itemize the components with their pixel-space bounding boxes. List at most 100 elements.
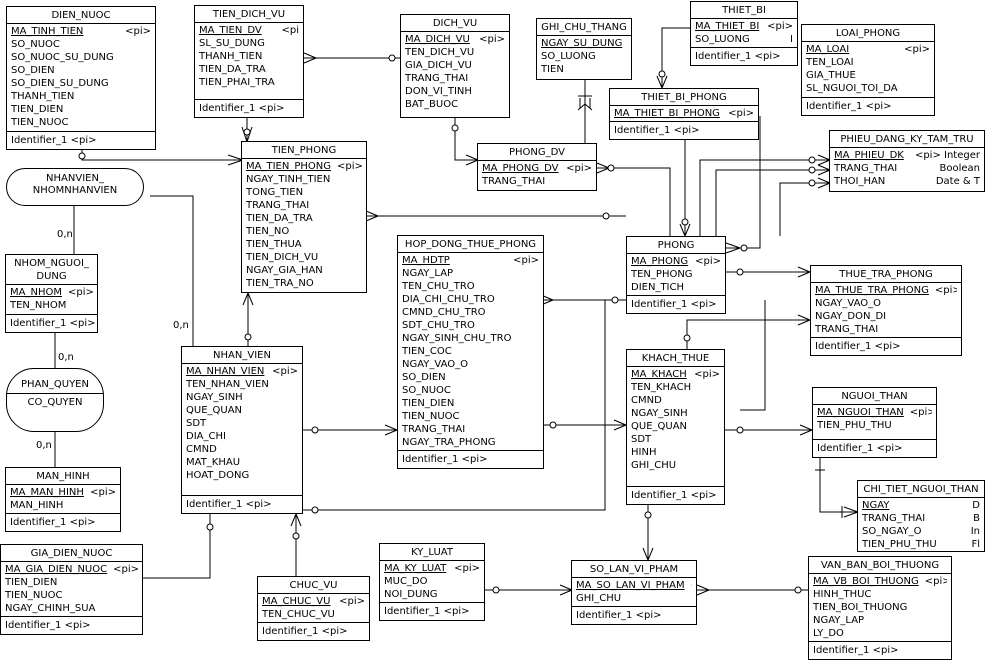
identifier: Identifier_1 <pi> xyxy=(627,295,725,313)
entity-title: THUE_TRA_PHONG xyxy=(811,266,961,283)
entity-title: PHONG xyxy=(627,237,725,254)
attribute-list: MA_THIET_BI_PHONG<pi> xyxy=(610,106,758,122)
attribute-type: Fl xyxy=(971,539,980,550)
attribute: SO_NUOC_SU_DUNG xyxy=(11,51,151,64)
identifier: Identifier_1 <pi> xyxy=(6,314,97,332)
attribute-type: <pi> xyxy=(934,285,957,296)
attribute-type: Date & T xyxy=(935,176,980,187)
identifier: Identifier_1 <pi> xyxy=(380,602,484,620)
attribute-name: TIEN_DIEN xyxy=(402,398,455,409)
attribute-name: TIEN_COC xyxy=(402,346,452,357)
attribute-name: NGAY_DON_DI xyxy=(815,311,887,322)
attribute-name: MA_VB_BOI_THUONG xyxy=(813,576,919,587)
attribute: NGAY_SINH xyxy=(186,391,298,404)
attribute: MAT_KHAU xyxy=(186,456,298,469)
attribute-list: MA_NGUOI_THAN<pi>TIEN_PHU_THU xyxy=(813,405,936,434)
attribute-type: <pi> xyxy=(339,596,365,607)
attribute: TIEN_TRA_NO xyxy=(246,277,362,290)
attribute-name: LY_DO xyxy=(813,628,844,639)
attribute: TEN_CHU_TRO xyxy=(402,280,539,293)
attribute: TIEN_THUA xyxy=(246,238,362,251)
attribute-name: GIA_THUE xyxy=(806,70,856,81)
attribute: CMND xyxy=(186,443,298,456)
cardinality-label: 0,n xyxy=(173,320,189,331)
attribute-list: MA_PHONG_DV<pi>TRANG_THAI xyxy=(478,161,596,190)
attribute-name: BAT_BUOC xyxy=(405,99,459,110)
attribute-name: TIEN_PHU_THU xyxy=(862,539,937,550)
attribute: MAN_HINH xyxy=(10,499,116,512)
attribute: TEN_NHOM xyxy=(10,299,93,312)
attribute-name: TIEN_NUOC xyxy=(402,411,460,422)
assoc-phan-quyen[interactable]: PHAN_QUYEN CO_QUYEN xyxy=(6,368,104,432)
identifier: Identifier_1 <pi> xyxy=(7,131,155,149)
attribute-name: CMND xyxy=(631,395,662,406)
attribute-name: TRANG_THAI xyxy=(482,176,546,187)
attribute-name: MA_NHOM xyxy=(10,287,62,298)
assoc-nhanvien-nhomnhanvien[interactable]: NHANVIEN_ NHOMNHANVIEN xyxy=(6,168,144,206)
attribute-type: I xyxy=(790,34,793,45)
attribute-name: TEN_LOAI xyxy=(806,57,854,68)
attribute-name: MA_CHUC_VU xyxy=(262,596,331,607)
attribute: MUC_DO xyxy=(384,575,480,588)
attribute-type: <pi> xyxy=(767,21,793,32)
attribute-name: SO_LUONG xyxy=(695,34,750,45)
attribute-name: MA_PHONG xyxy=(631,256,689,267)
identifier: Identifier_1 <pi> xyxy=(1,616,142,634)
entity-title: THIET_BI_PHONG xyxy=(610,89,758,106)
attribute-type: <pi> xyxy=(336,161,362,172)
attribute-name: NGAY_SINH xyxy=(631,408,688,419)
attribute-name: TIEN_DICH_VU xyxy=(246,252,319,263)
identifier: Identifier_1 <pi> xyxy=(809,641,951,659)
attribute: TEN_NHAN_VIEN xyxy=(186,378,298,391)
attribute-name: MA_TINH_TIEN xyxy=(11,26,84,37)
attribute: SDT_CHU_TRO xyxy=(402,319,539,332)
attribute-name: CMND_CHU_TRO xyxy=(402,307,486,318)
attribute: TRANG_THAI xyxy=(815,323,957,336)
attribute: TRANG_THAI xyxy=(405,72,505,85)
identifier: Identifier_1 <pi> xyxy=(258,622,369,640)
cardinality-label: 0,n xyxy=(36,440,52,451)
attribute-name: TEN_KHACH xyxy=(631,382,692,393)
attribute-name: NGAY_LAP xyxy=(402,268,454,279)
attribute: HOAT_DONG xyxy=(186,469,298,482)
attribute-name: TIEN_TRA_NO xyxy=(246,278,314,289)
attribute-type: <pi> xyxy=(694,369,720,380)
attribute-name: MA_KY_LUAT xyxy=(384,563,447,574)
attribute-name: SDT xyxy=(186,418,207,429)
attribute-type: <pi> xyxy=(691,579,692,592)
attribute: TEN_PHONG xyxy=(631,268,721,281)
attribute-name: TIEN_PHU_THU xyxy=(817,420,892,431)
attribute: TIEN_PHU_THU xyxy=(817,419,932,432)
entity-so-lan-vi-pham[interactable]: SO_LAN_VI_PHAMMA_SO_LAN_VI_PHAM<pi>GHI_C… xyxy=(571,560,697,625)
primary-key-attribute: MA_LOAI<pi> xyxy=(806,43,930,56)
